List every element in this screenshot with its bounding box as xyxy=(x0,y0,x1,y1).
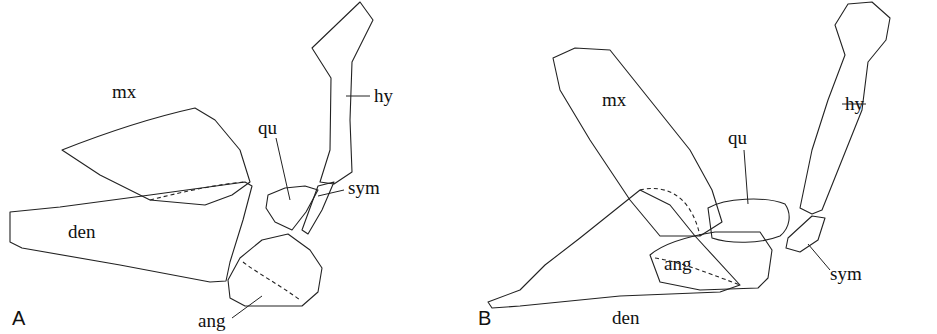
part-label: ang xyxy=(198,311,225,330)
maxilla-bone xyxy=(553,48,722,236)
hyomandibula-bone xyxy=(800,2,890,214)
part-label: hy xyxy=(845,94,864,113)
panel-letter: B xyxy=(478,308,491,328)
angular-bone xyxy=(228,234,322,306)
dentary-bone xyxy=(10,182,252,282)
quadrate-bone xyxy=(708,199,789,242)
symplectic-bone xyxy=(786,216,825,252)
part-label: mx xyxy=(602,90,626,109)
leader-lines xyxy=(232,96,866,318)
part-label: qu xyxy=(728,128,747,147)
panel-letter: A xyxy=(12,308,25,328)
part-label: den xyxy=(612,308,639,327)
hyomandibula-bone xyxy=(312,2,373,184)
dashed-overlap xyxy=(243,262,300,300)
dashed-overlap xyxy=(150,182,245,200)
part-label: sym xyxy=(348,178,380,197)
part-label: sym xyxy=(830,264,862,283)
part-label: hy xyxy=(374,86,393,105)
part-label: den xyxy=(68,222,95,241)
part-label: mx xyxy=(112,82,136,101)
part-label: qu xyxy=(258,118,277,137)
symplectic-bone xyxy=(302,182,334,234)
maxilla-bone xyxy=(62,108,250,205)
angular-bone xyxy=(650,232,772,290)
dashed-overlap xyxy=(640,188,700,236)
part-label: ang xyxy=(664,254,691,273)
